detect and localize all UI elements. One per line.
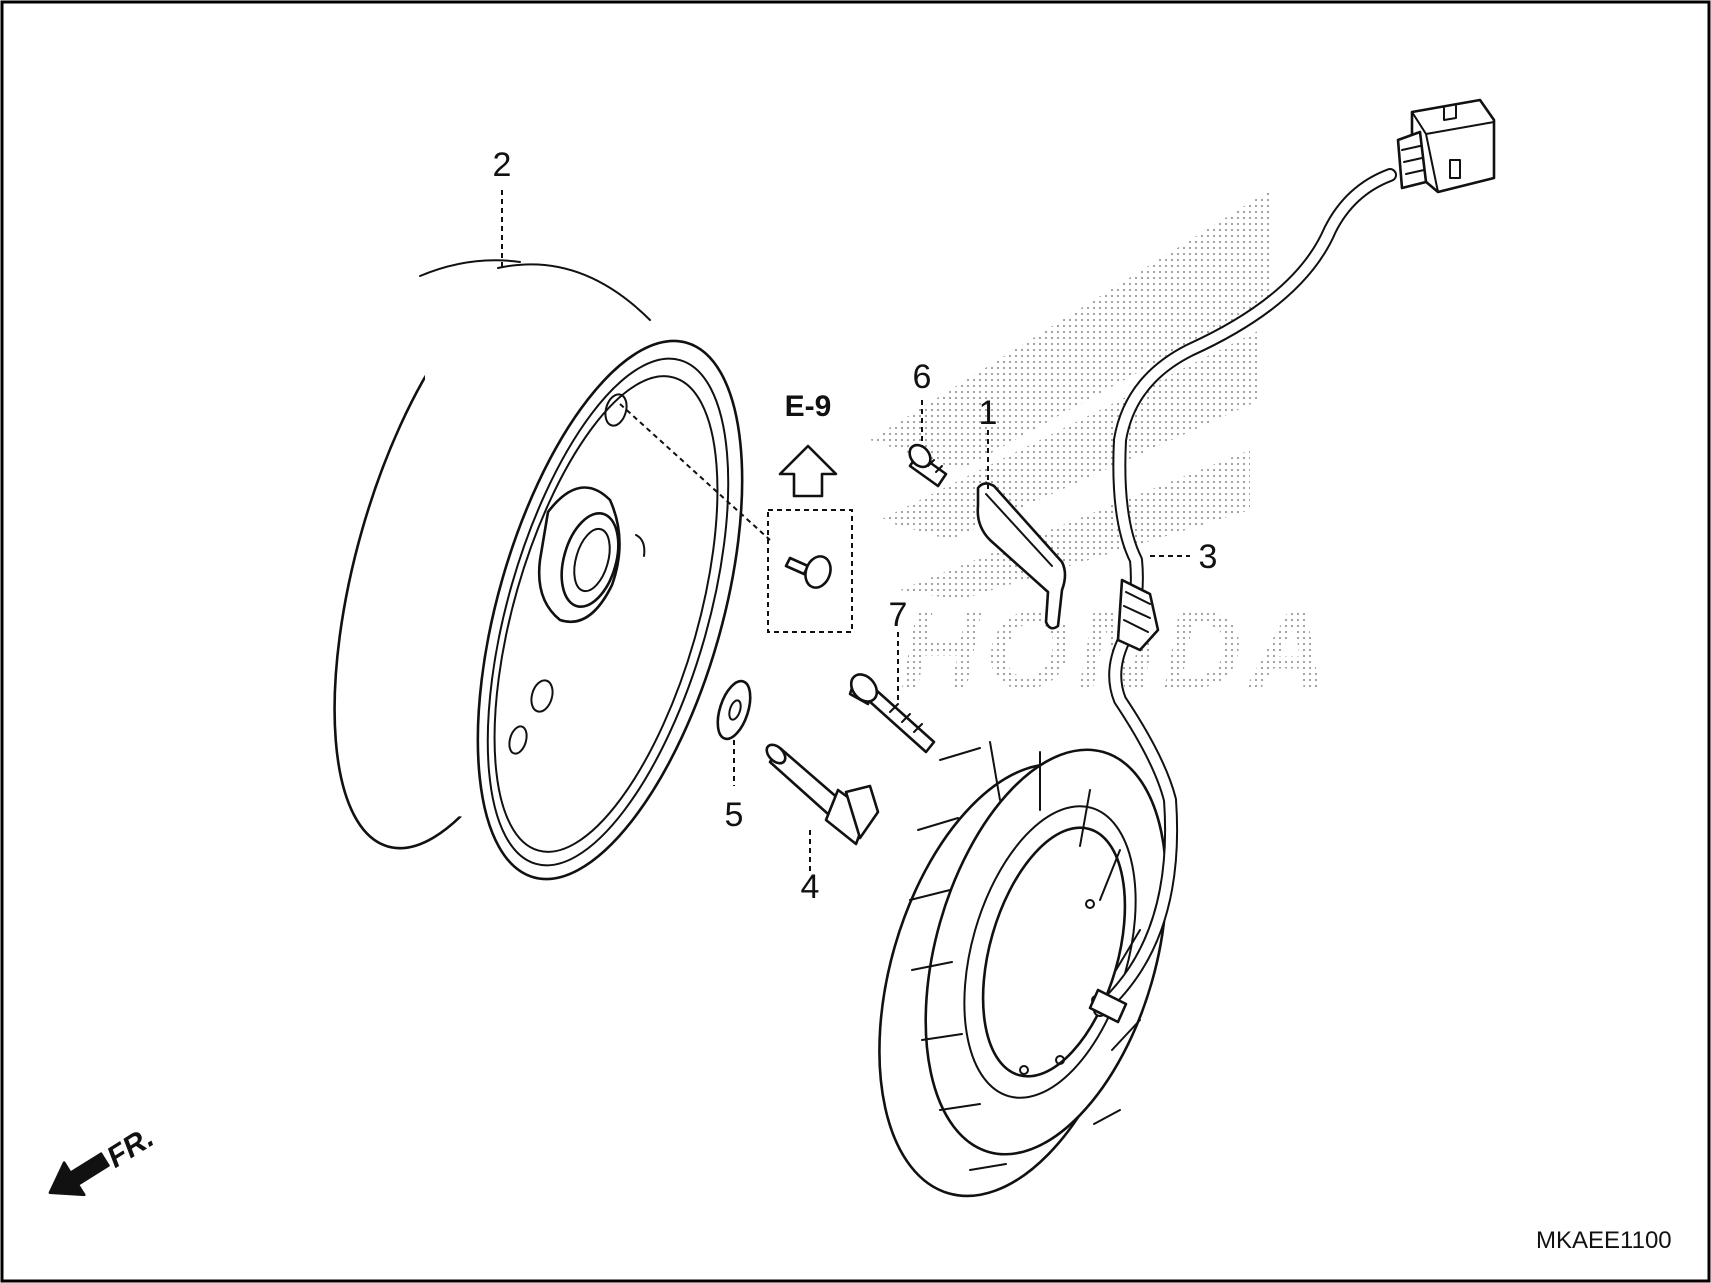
screw-icon (784, 555, 832, 589)
flange-bolt-part (765, 743, 880, 846)
callout-1: 1 (979, 394, 998, 432)
honda-watermark: HONDA (870, 190, 1327, 712)
front-label: FR. (101, 1121, 159, 1175)
up-arrow-icon (778, 444, 838, 498)
long-bolt-part (848, 673, 936, 754)
callout-6: 6 (913, 358, 932, 396)
reference-label: E-9 (785, 390, 832, 423)
front-arrow-icon (48, 1152, 110, 1197)
callout-7: 7 (889, 596, 908, 634)
front-direction: FR. (48, 1121, 160, 1197)
e9-reference: E-9 (619, 390, 853, 633)
clamp-plate-part (976, 482, 1067, 630)
wing-logo (870, 190, 1270, 600)
callout-3: 3 (1199, 538, 1218, 576)
callout-5: 5 (725, 796, 744, 834)
reference-box (767, 509, 853, 633)
stator-part (878, 98, 1496, 1198)
callout-4: 4 (801, 868, 820, 906)
flywheel-part (333, 259, 744, 881)
small-bolt-part (908, 443, 948, 488)
connector-icon (1396, 98, 1496, 194)
figure-code: MKAEE1100 (1536, 1227, 1672, 1254)
washer-part (716, 679, 752, 741)
callout-2: 2 (493, 146, 512, 184)
